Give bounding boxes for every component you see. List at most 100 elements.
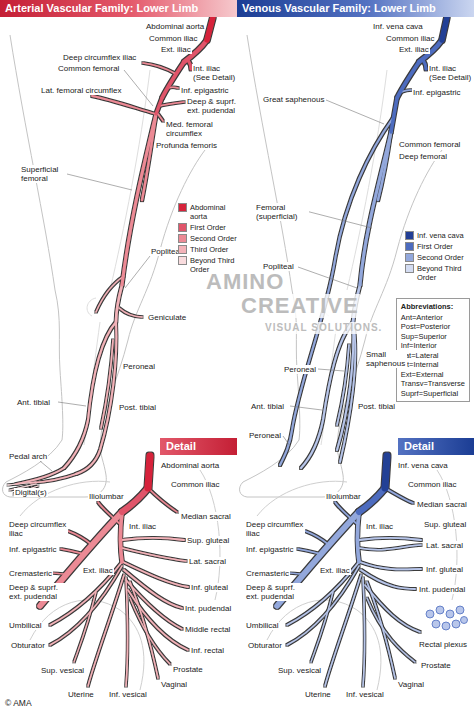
legend-swatch [405, 231, 414, 240]
artery [122, 114, 156, 285]
vein [363, 578, 365, 686]
artery [124, 570, 182, 608]
artery [143, 63, 176, 74]
leader-line [283, 436, 290, 446]
vessel-label: Digital(s) [14, 488, 48, 497]
vessel-label: Umbilical [8, 621, 42, 630]
vessel-label: Ant. tibial [16, 398, 51, 407]
vein [442, 17, 447, 40]
vein [337, 345, 349, 425]
legend-swatch [405, 253, 414, 262]
leg-outline [3, 35, 442, 497]
vessel-label: Iliolumbar [88, 492, 125, 501]
vessel-label: Ext. iliac [398, 45, 430, 54]
artery [61, 549, 84, 554]
vessel-label: Deep & suprf. ext. pudendal [186, 97, 238, 115]
vein [423, 60, 426, 69]
leg-outline [87, 298, 96, 316]
legend-text: Beyond Third Order [190, 256, 244, 274]
vessel-label: Iliolumbar [325, 492, 362, 501]
vessel-label: Rectal plexus [418, 640, 468, 649]
vessel-label: Inf. vesical [345, 690, 385, 699]
box-heading: Arterial Vascular Family: Lower Limb [5, 0, 237, 17]
artery [158, 114, 163, 121]
vessel-label: Superficial femoral [20, 165, 67, 183]
vein [391, 98, 397, 132]
legend-text: Third Order [190, 245, 228, 254]
artery [30, 474, 76, 483]
vessel-label: Vaginal [397, 680, 425, 689]
leader-line [124, 70, 153, 106]
artery [64, 322, 116, 468]
vein [360, 132, 391, 285]
vessel-label: Median sacral [416, 500, 468, 509]
vessel-label: Post. tibial [357, 402, 396, 411]
rectal-plexus [442, 622, 450, 630]
leader-line [298, 267, 357, 288]
artery [123, 562, 188, 587]
vessel-label: Deep circumflex iliac [8, 520, 68, 538]
vessel-label: Abdominal aorta [145, 22, 205, 31]
legend-swatch [405, 242, 414, 251]
artery [130, 598, 170, 664]
vessel-label: Sup. vesical [40, 666, 85, 675]
leader-line [40, 461, 52, 471]
box-text: Suprf=Superficial [401, 389, 465, 399]
artery [156, 98, 162, 114]
pelvis-outline [437, 470, 457, 600]
vein [385, 456, 387, 488]
vessel-label: Common iliac [385, 34, 435, 43]
vessel-label: Obturator [10, 641, 46, 650]
pelvis-outline [200, 470, 220, 600]
vessel-label: Femoral (superficial) [255, 203, 309, 221]
vessel-label: Peroneal [122, 362, 156, 371]
leader-line [125, 256, 150, 288]
leader-line [302, 210, 372, 228]
leader-line [318, 369, 344, 371]
vein [365, 585, 420, 632]
vessel-label: Int. pudendal [418, 585, 466, 594]
vessel-label: Lat. femoral circumflex [40, 86, 122, 95]
vessel-label: Inf. vesical [108, 690, 148, 699]
vessel-label: Common femoral [57, 64, 120, 73]
vessel-label: Inf. gluteal [425, 565, 464, 574]
detail-header: Detail [398, 438, 474, 455]
artery [126, 580, 182, 629]
vein [277, 456, 421, 686]
vessel-label: Int. pudendal [184, 604, 232, 613]
vein [361, 570, 415, 589]
vein [358, 512, 360, 562]
pelvis-outline [20, 470, 457, 690]
legend-swatch [405, 264, 414, 273]
legend-item: Second Order [178, 234, 237, 243]
box-text: Sup=Superior [401, 332, 465, 342]
vessel-label: Inf. gluteal [190, 583, 229, 592]
vessel-label: Deep & suprf. ext. pudendal [8, 583, 70, 601]
vessel-label: Inf. epigastric [180, 86, 230, 95]
artery [76, 322, 116, 474]
vessel-label: Int. iliac [128, 522, 157, 531]
artery [116, 285, 122, 322]
vessel-label: Cremasteric [245, 569, 290, 578]
vessel-label: Lat. sacral [188, 557, 227, 566]
leg-outline [347, 70, 387, 290]
legend-text: First Order [190, 223, 226, 232]
legend-text: Abdominal aorta [190, 203, 244, 221]
vein [311, 592, 333, 662]
vessel-label: Deep femoral [398, 152, 448, 161]
vein [359, 538, 421, 540]
artery [128, 590, 188, 650]
artery [122, 548, 186, 561]
vessel-label: Inf. epigastric [245, 545, 295, 554]
legend-item: Third Order [178, 245, 228, 254]
vessel-label: Inf. vena cava [372, 22, 424, 31]
vessel-label: Int. iliac [365, 522, 394, 531]
vein [385, 488, 413, 503]
legend-item: Beyond Third Order [178, 256, 244, 274]
artery [74, 592, 96, 662]
vessel-label: Geniculate [147, 313, 187, 322]
artery [207, 17, 213, 40]
panel-header: Venous Vascular Family: Lower Limb [237, 0, 474, 17]
vein [301, 322, 353, 468]
vessel-label: Abdominal aorta [160, 461, 220, 470]
